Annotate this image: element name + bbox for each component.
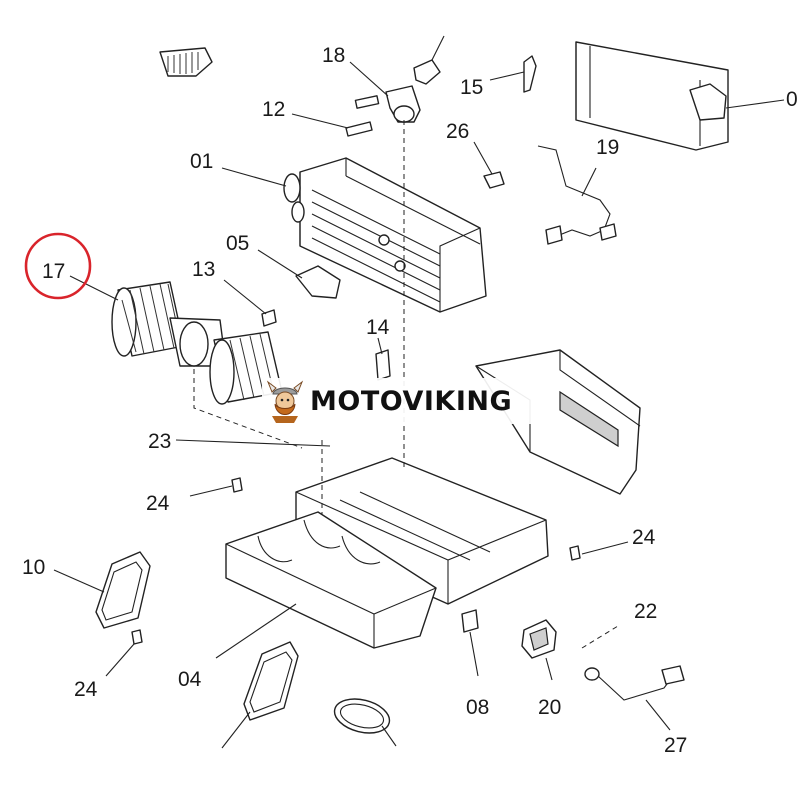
callout-27: 27 — [664, 734, 687, 757]
callout-12: 12 — [262, 98, 285, 121]
bottom-oval-cover — [333, 698, 397, 747]
callout-18: 18 — [322, 44, 345, 67]
part-0-housing: 0 — [575, 41, 798, 151]
callout-13: 13 — [192, 258, 215, 281]
part-15-bracket: 15 — [460, 55, 537, 99]
highlight-circle-17 — [24, 232, 92, 300]
callout-20: 20 — [538, 696, 561, 719]
part-04-base-tray: 04 — [178, 511, 437, 691]
part-01-heater-core: 01 — [190, 150, 487, 313]
part-14-pin: 14 — [366, 316, 391, 381]
callout-10: 10 — [22, 556, 45, 579]
part-12-rod: 12 — [262, 98, 373, 137]
callout-22: 22 — [634, 600, 657, 623]
part-22-wire: 22 — [581, 600, 657, 649]
part-20-resistor: 20 — [521, 619, 561, 719]
callout-24-left: 24 — [146, 492, 170, 515]
callout-23: 23 — [148, 430, 171, 453]
callout-01: 01 — [190, 150, 213, 173]
callout-26: 26 — [446, 120, 469, 143]
part-10-gasket: 10 — [22, 551, 151, 629]
part-27-harness: 27 — [584, 665, 687, 757]
watermark: MOTOVIKING — [262, 378, 538, 424]
part-19-harness: 19 — [537, 136, 619, 245]
part-08-clip: 08 — [461, 609, 489, 719]
part-18-valve: 18 — [322, 35, 445, 123]
part-24-pins: 24 24 24 — [74, 477, 656, 701]
callout-15: 15 — [460, 76, 483, 99]
callout-19: 19 — [596, 136, 619, 159]
callout-05: 05 — [226, 232, 249, 255]
callout-08: 08 — [466, 696, 489, 719]
top-left-partial-part — [159, 47, 213, 77]
callout-17: 17 — [42, 260, 65, 283]
callout-0: 0 — [786, 88, 798, 111]
part-17-blower-fan: 17 — [24, 232, 303, 449]
callout-14: 14 — [366, 316, 390, 339]
watermark-text: MOTOVIKING — [310, 385, 513, 417]
callout-24-right: 24 — [632, 526, 656, 549]
part-13-clip: 13 — [192, 258, 277, 327]
callout-24-bottom: 24 — [74, 678, 98, 701]
part-05-actuator: 05 — [226, 232, 341, 299]
viking-mascot-icon — [266, 380, 304, 423]
callout-04: 04 — [178, 668, 202, 691]
bottom-gasket — [221, 641, 299, 749]
part-26-sensor: 26 — [446, 120, 505, 189]
